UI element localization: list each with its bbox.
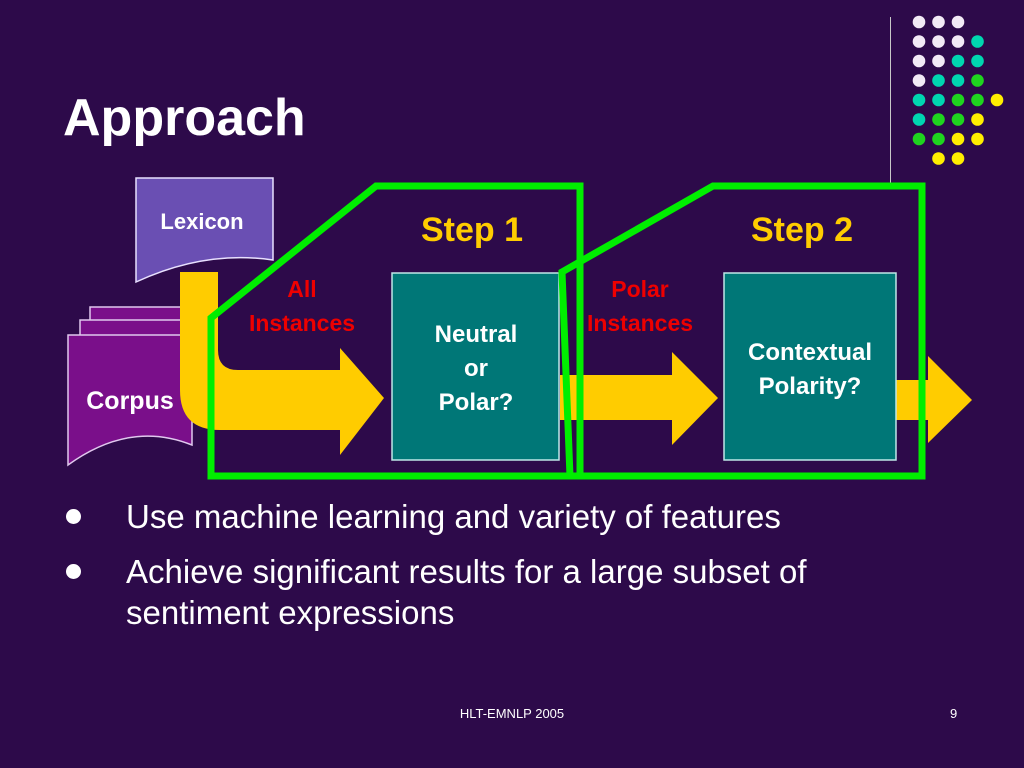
bullet-item: Use machine learning and variety of feat… (60, 496, 980, 537)
bullet-item: Achieve significant results for a large … (60, 551, 980, 633)
decorative-dot (971, 54, 984, 68)
step1-frame (207, 182, 584, 480)
decorative-dot (932, 54, 945, 68)
step1-label: Step 1 (421, 211, 523, 249)
all-instances-label-line1: All (287, 276, 316, 302)
decorative-dot (912, 93, 926, 107)
step2-label: Step 2 (751, 211, 853, 249)
decorative-dot (932, 74, 945, 87)
neutral-or-polar-box-line1: Neutral (435, 321, 518, 348)
decorative-dot (951, 54, 965, 68)
decorative-dot (932, 15, 945, 29)
decorative-dot (912, 54, 926, 68)
step1-to-step2-arrow (560, 352, 718, 445)
decorative-dot (951, 74, 965, 87)
decorative-dot (971, 74, 984, 87)
decorative-dot (932, 93, 945, 107)
decorative-dot (971, 93, 984, 107)
decorative-dot (951, 35, 965, 48)
decorative-dot (912, 15, 926, 29)
decorative-dot (932, 132, 945, 146)
decorative-dot (951, 15, 965, 29)
decorative-dot (990, 93, 1004, 107)
decorative-dot (912, 132, 926, 146)
decorative-dot (951, 93, 965, 107)
all-instances-label-line2: Instances (249, 310, 355, 336)
bullet-line: Achieve significant results for a large … (126, 553, 807, 590)
bullet-list: Use machine learning and variety of feat… (60, 496, 980, 647)
polar-instances-label-line1: Polar (611, 276, 669, 302)
decorative-dot (951, 152, 965, 165)
neutral-or-polar-box (391, 272, 560, 461)
decorative-dot (912, 74, 926, 87)
contextual-polarity-box-line2: Polarity? (759, 373, 862, 400)
corpus-label: Corpus (86, 387, 174, 415)
slide-title: Approach (63, 89, 306, 147)
bullet-line: sentiment expressions (126, 594, 455, 631)
decorative-dot (971, 113, 984, 126)
footer-conference-text: HLT-EMNLP 2005 (459, 706, 565, 721)
corpus-document (67, 334, 193, 467)
bullet-dot-icon (66, 564, 81, 579)
decorative-divider-line (890, 17, 891, 185)
bullet-dot-icon (66, 509, 81, 524)
decorative-dot (971, 35, 984, 48)
decorative-dot (932, 152, 945, 165)
contextual-polarity-box (723, 272, 897, 461)
step2-frame (558, 182, 926, 480)
decorative-dot (932, 35, 945, 48)
lexicon-document (135, 177, 274, 284)
decorative-dot (912, 35, 926, 48)
bullet-line: Use machine learning and variety of feat… (126, 498, 781, 535)
decorative-dot (971, 132, 984, 146)
neutral-or-polar-box-line3: Polar? (439, 389, 514, 416)
contextual-polarity-box-line1: Contextual (748, 339, 872, 366)
footer-page-number: 9 (950, 706, 958, 721)
lexicon-to-step1-arrow (180, 272, 384, 455)
neutral-or-polar-box-line2: or (464, 355, 488, 382)
polar-instances-label-line2: Instances (587, 310, 693, 336)
decorative-dot (951, 113, 965, 126)
lexicon-label: Lexicon (160, 209, 243, 234)
decorative-dot (932, 113, 945, 126)
step2-output-arrow (896, 356, 972, 443)
decorative-dot (912, 113, 926, 126)
decorative-dot (951, 132, 965, 146)
